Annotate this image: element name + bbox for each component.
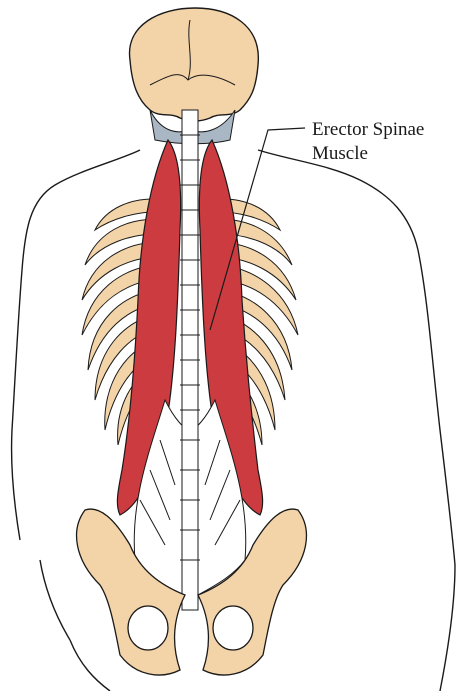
label-line-2: Muscle xyxy=(312,142,424,166)
erector-spinae-label: Erector Spinae Muscle xyxy=(312,118,424,166)
label-line-1: Erector Spinae xyxy=(312,118,424,142)
spine xyxy=(180,110,200,610)
